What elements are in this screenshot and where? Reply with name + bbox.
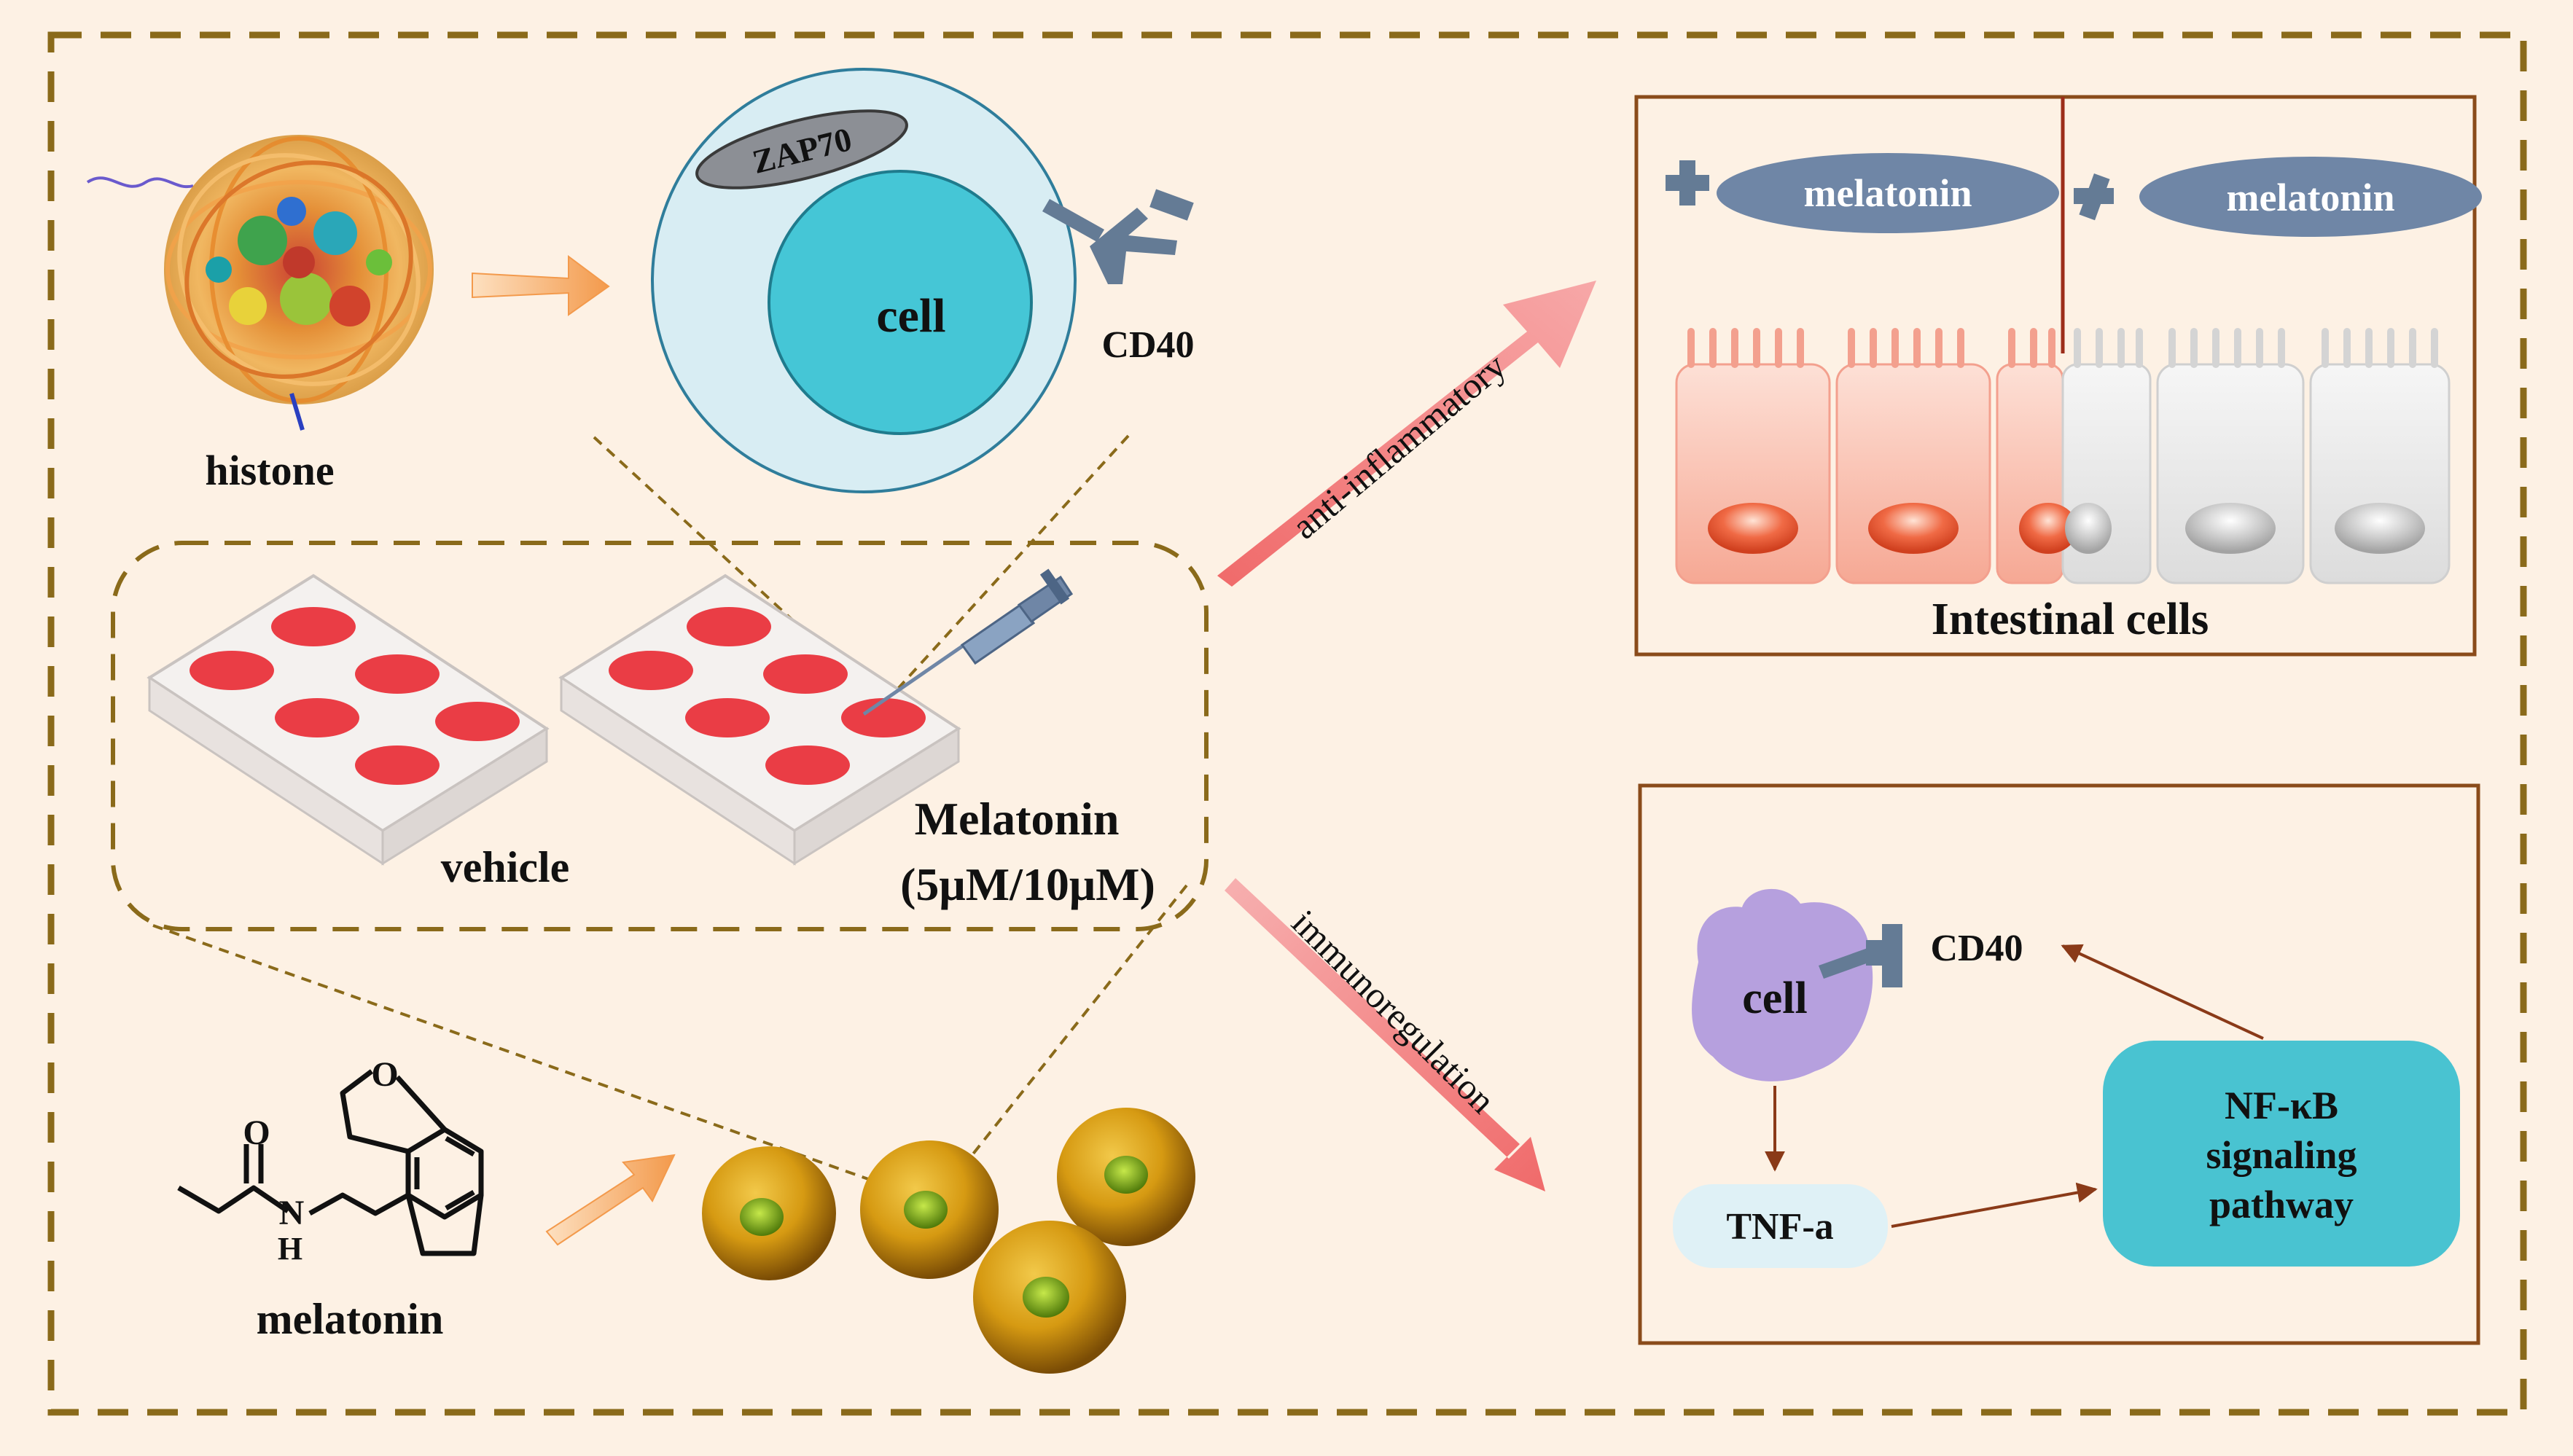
- ring-oxygen-atom: O: [371, 1055, 398, 1094]
- oxygen-atom: O: [243, 1113, 270, 1152]
- well-plate-melatonin: [558, 574, 961, 866]
- cd40-receptor-icon-bottom: [1819, 924, 1902, 987]
- histone-structure-image: [86, 135, 434, 431]
- melatonin-plus-label: melatonin: [1803, 171, 1972, 215]
- nitrogen-atom: N: [279, 1194, 305, 1232]
- melatonin-minus-label: melatonin: [2226, 176, 2394, 219]
- immune-cell-shape: [1692, 888, 1873, 1081]
- nfkb-line1: NF-κB: [2225, 1084, 2338, 1127]
- cd40-label-bottom: CD40: [1930, 928, 2023, 969]
- cell-nucleus: [768, 170, 1033, 435]
- pipette-icon: [862, 568, 1074, 716]
- zap70-protein: [695, 109, 908, 189]
- histone-label: histone: [205, 447, 334, 494]
- melatonin-pill-plus: [1717, 153, 2059, 233]
- melatonin-molecule-structure: [177, 1069, 484, 1256]
- tnf-to-nfkb-arrow: [1891, 1182, 2098, 1228]
- melatonin-pill-minus: [2139, 157, 2482, 237]
- treatment-group-box: [111, 541, 1209, 931]
- nfkb-box: [2103, 1041, 2460, 1267]
- melatonin-treatment-label: Melatonin: [915, 793, 1120, 845]
- outer-frame: [47, 31, 2527, 1416]
- cell-label-bottom: cell: [1742, 974, 1808, 1023]
- nfkb-line2: signaling: [2206, 1133, 2357, 1177]
- minus-icon: [2074, 173, 2114, 221]
- zoom-line-egg-right: [939, 884, 1188, 1197]
- immunoregulation-panel: [1638, 783, 2480, 1345]
- tnf-label: TNF-a: [1726, 1206, 1833, 1248]
- molecule-to-eggs-arrow: [545, 1154, 676, 1246]
- anti-inflammatory-arrow: [1217, 281, 1596, 587]
- melatonin-molecule-label: melatonin: [257, 1295, 444, 1343]
- cell-label-top: cell: [876, 289, 945, 343]
- intestinal-cells-label: Intestinal cells: [1932, 595, 2209, 644]
- immunoregulation-arrow: [1225, 878, 1545, 1191]
- intestinal-epithelium: [1675, 328, 2451, 584]
- vehicle-label: vehicle: [441, 843, 570, 891]
- zoom-line-egg-left: [152, 924, 894, 1189]
- plus-icon: [1666, 160, 1709, 206]
- well-plate-vehicle: [147, 574, 550, 866]
- cd40-receptor-icon: [1042, 189, 1194, 284]
- oocyte-cells-image: [702, 1108, 1195, 1374]
- nfkb-to-cd40-arrow: [2061, 944, 2264, 1040]
- cd40-label-top: CD40: [1101, 324, 1194, 366]
- tnf-box: [1673, 1184, 1888, 1268]
- histone-to-cell-arrow: [472, 255, 610, 316]
- intestinal-cells-panel: [1634, 95, 2477, 657]
- nfkb-line3: pathway: [2209, 1183, 2354, 1226]
- dose-label: (5μM/10μM): [900, 858, 1155, 910]
- hydrogen-atom: H: [278, 1231, 302, 1267]
